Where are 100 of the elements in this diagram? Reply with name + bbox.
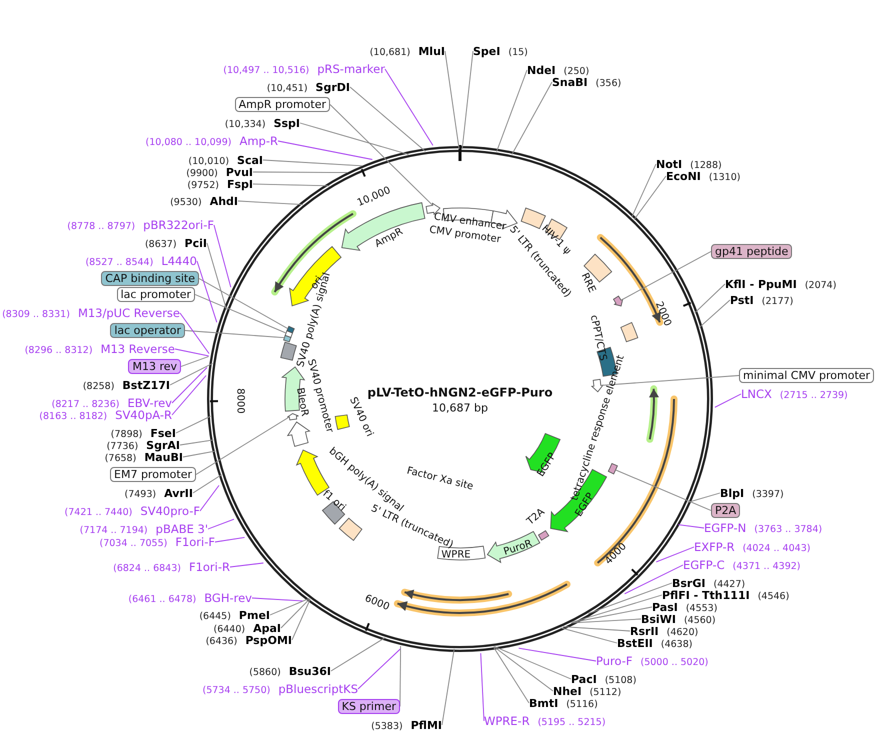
site-position: (10,334) <box>224 119 266 130</box>
site-position: (9900) <box>186 168 218 179</box>
leader-line <box>214 536 246 542</box>
feature-block <box>286 326 295 334</box>
leader-line <box>330 104 434 206</box>
primer-range: (5734 .. 5750) <box>202 685 270 696</box>
leader-line <box>496 70 528 152</box>
leader-line <box>230 562 264 568</box>
site-position: (5860) <box>249 667 281 678</box>
enzyme-name: FspI <box>226 178 253 191</box>
leader-line <box>180 439 214 446</box>
primer-name: L4440 <box>161 254 197 268</box>
enzyme-name: BmtI <box>529 697 558 710</box>
feature-tag: AmpR promoter <box>234 97 330 112</box>
leader-line <box>588 582 672 614</box>
leader-line <box>192 474 222 494</box>
enzyme-name: PacI <box>571 673 597 686</box>
leader-line <box>631 164 656 218</box>
leader-line <box>292 598 311 640</box>
primer-name: Puro-F <box>596 654 633 668</box>
leader-line <box>358 648 401 690</box>
enzyme-name: NotI <box>656 158 682 171</box>
leader-line <box>196 260 218 323</box>
leader-line <box>208 518 234 530</box>
leader-line <box>492 646 530 704</box>
site-position: (4620) <box>666 627 698 638</box>
enzyme-name: RsrII <box>630 625 659 638</box>
primer-range: (3763 .. 3784) <box>754 524 822 535</box>
site-position: (4560) <box>684 615 716 626</box>
primer-name: pBR322ori-F <box>143 218 214 232</box>
site-position: (10,451) <box>266 83 308 94</box>
leader-line <box>198 278 288 330</box>
primer-range: (4371 .. 4392) <box>732 561 801 572</box>
primer-range: (10,080 .. 10,099) <box>146 137 232 148</box>
leader-line <box>493 646 554 692</box>
site-position: (8258) <box>82 381 114 392</box>
enzyme-name: PmeI <box>238 609 270 622</box>
enzyme-name: PstI <box>730 294 754 307</box>
enzyme-name: Bsu36I <box>288 665 331 678</box>
feature-label: WPRE <box>441 550 471 560</box>
enzyme-name: BsiWI <box>641 613 676 626</box>
feature-tag: M13 rev <box>128 359 181 374</box>
enzyme-name: PciI <box>184 237 207 250</box>
leader-line <box>572 606 652 623</box>
primer-range: (7421 .. 7440) <box>64 507 132 518</box>
enzyme-name: SspI <box>274 117 300 130</box>
site-position: (2074) <box>804 280 836 291</box>
scale-label: 2000 <box>653 300 674 328</box>
primer-name: SV40pA-R <box>115 408 172 422</box>
leader-line <box>172 367 208 404</box>
enzyme-name: KflI - PpuMI <box>725 278 797 291</box>
enzyme-name: BsrGI <box>672 577 706 590</box>
site-position: (9752) <box>187 180 219 191</box>
enzyme-name: ApaI <box>253 622 281 635</box>
feature-tag: KS primer <box>338 699 400 714</box>
site-position: (1288) <box>690 160 722 171</box>
leader-line <box>196 416 290 475</box>
feature-arrow <box>613 296 624 306</box>
enzyme-name: AvrII <box>164 487 193 500</box>
primer-name: pRS-marker <box>317 62 385 76</box>
primer-range: (8296 .. 8312) <box>24 345 93 356</box>
leader-line <box>634 176 666 220</box>
primer-name: pBABE 3' <box>156 522 208 536</box>
site-position: (7898) <box>110 429 142 440</box>
leader-line <box>699 300 730 328</box>
leader-line <box>570 618 642 624</box>
feature-arrow <box>287 413 299 420</box>
primer-name: F1ori-F <box>175 535 215 549</box>
enzyme-name: ScaI <box>237 154 263 167</box>
feature-tag: lac promoter <box>116 287 195 302</box>
primer-name: M13/pUC Reverse <box>78 306 180 320</box>
leader-line <box>350 86 426 152</box>
plasmid-size: 10,687 bp <box>432 402 488 414</box>
primer-name: EGFP-C <box>683 558 725 572</box>
enzyme-name: BstZ17I <box>122 379 170 392</box>
feature-label: Factor Xa site <box>406 465 474 493</box>
enzyme-name: PasI <box>652 601 678 614</box>
primer-range: (10,497 .. 10,516) <box>223 65 310 76</box>
enzyme-name: PflFI - Tth111I <box>662 589 750 602</box>
site-position: (9530) <box>170 197 202 208</box>
feature-label: BleoR <box>294 386 310 418</box>
site-position: (6445) <box>199 611 231 622</box>
enzyme-name: MluI <box>418 45 445 58</box>
enzyme-name: NheI <box>553 685 582 698</box>
scale-label: 8000 <box>234 388 246 414</box>
site-position: (356) <box>596 78 622 89</box>
primer-range: (5195 .. 5215) <box>538 717 606 728</box>
primer-name: LNCX <box>741 387 772 401</box>
primer-name: BGH-rev <box>204 591 252 605</box>
leader-line <box>300 122 409 155</box>
primer-name: F1ori-R <box>188 560 230 574</box>
site-position: (7493) <box>124 489 156 500</box>
site-position: (4553) <box>686 603 718 614</box>
leader-line <box>206 242 227 310</box>
feature-label: PuroR <box>502 538 534 558</box>
site-position: (5112) <box>590 687 622 698</box>
site-position: (8637) <box>144 239 177 250</box>
leader-line <box>172 375 207 416</box>
primer-range: (4024 .. 4043) <box>742 543 810 554</box>
enzyme-name: BstEII <box>617 637 653 650</box>
